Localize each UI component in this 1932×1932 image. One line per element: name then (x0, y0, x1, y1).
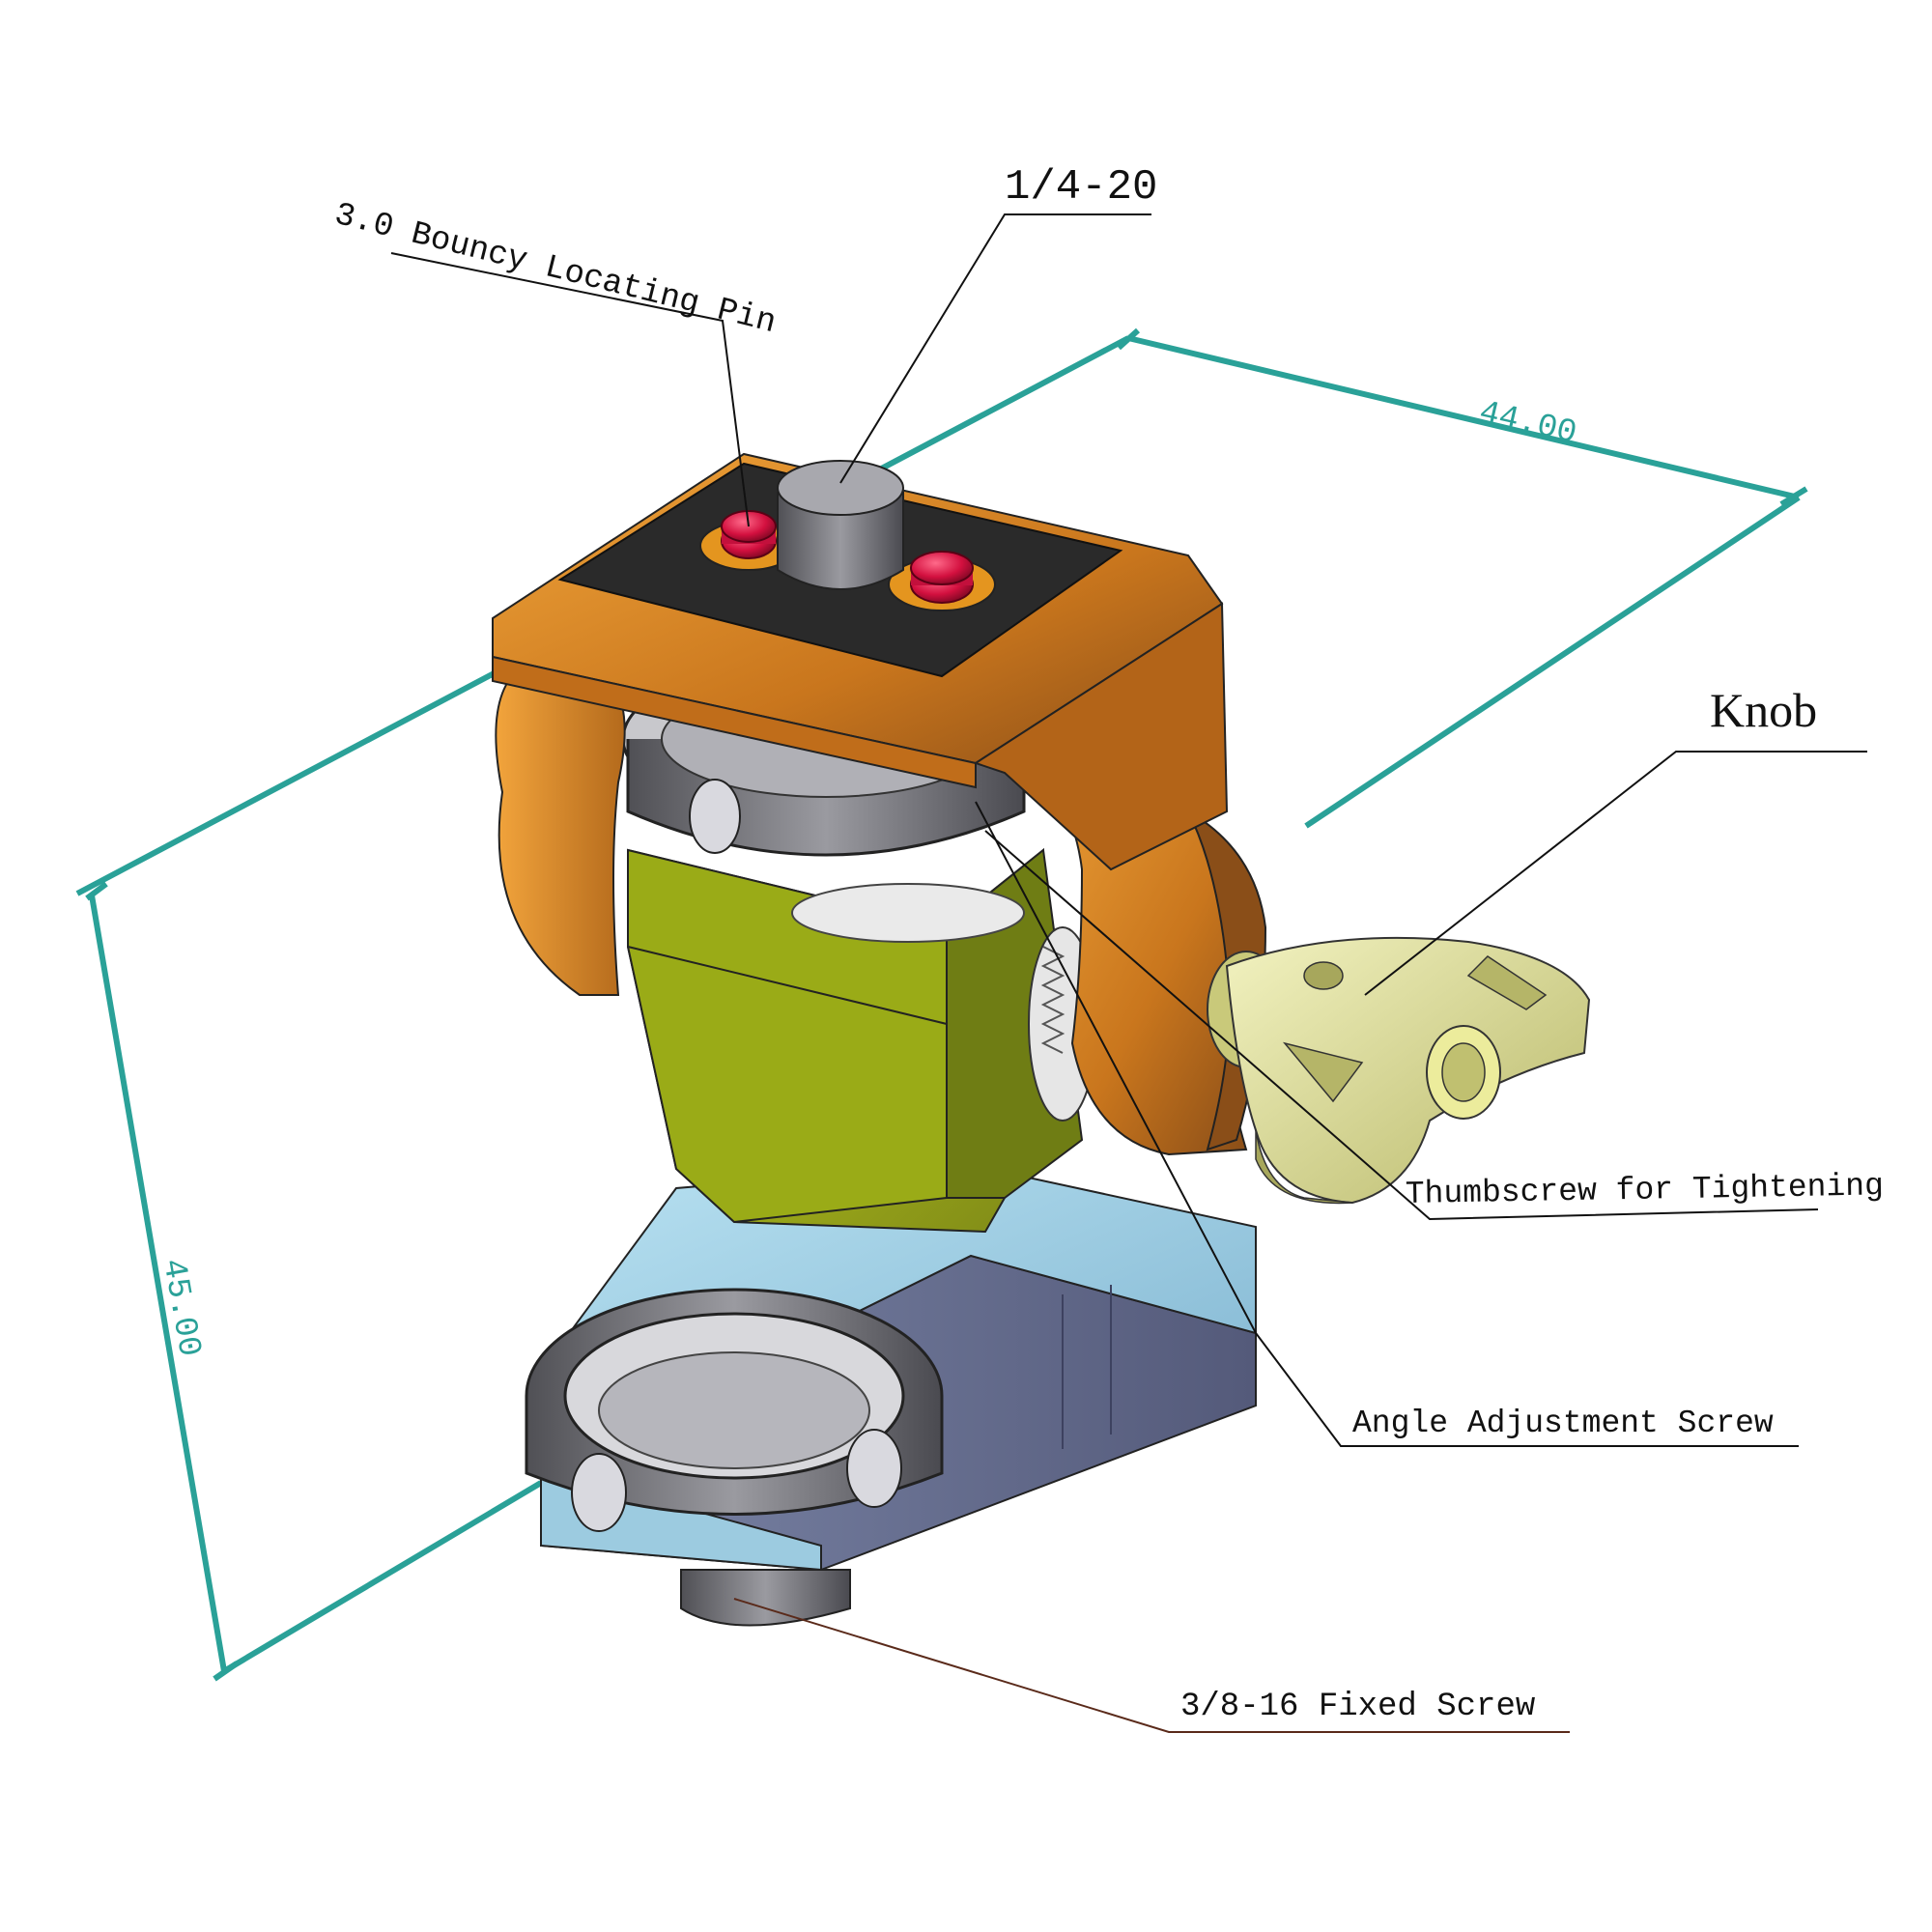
label-angle-screw: Angle Adjustment Screw (1352, 1406, 1774, 1441)
locating-pin-left (721, 510, 777, 559)
label-locating-pin: 3.0 Bouncy Locating Pin (330, 197, 780, 342)
label-thumbscrew: Thumbscrew for Tightening (1406, 1168, 1885, 1212)
quarter-20-screw (777, 460, 904, 590)
tilt-body (627, 847, 1097, 1234)
locating-pin-right (910, 551, 974, 604)
clamp-frame (492, 452, 1267, 1156)
knob (1207, 936, 1591, 1205)
label-knob: Knob (1710, 683, 1817, 737)
label-quarter-20: 1/4-20 (1005, 163, 1157, 212)
dimension-height (85, 881, 543, 1682)
label-fixed-screw: 3/8-16 Fixed Screw (1180, 1689, 1536, 1725)
leader-lines (390, 213, 1867, 1733)
lower-clamp-ring (525, 1288, 944, 1532)
dimension-width-value: 44.00 (1476, 395, 1580, 453)
fixed-screw-boss (680, 1569, 851, 1627)
